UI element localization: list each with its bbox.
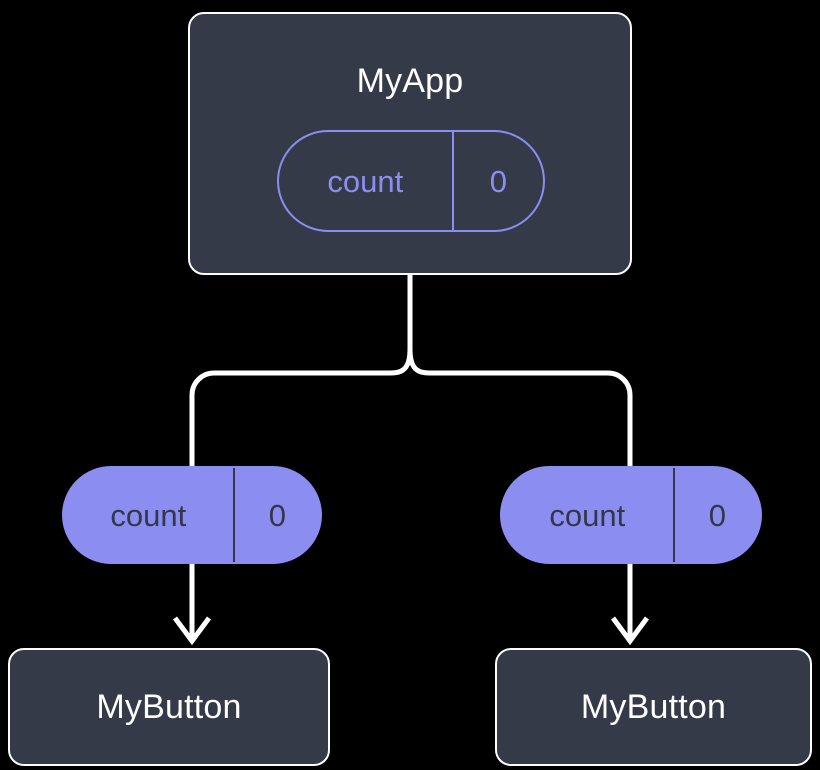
node-myapp-title: MyApp [356, 62, 464, 100]
wire-fork-right [407, 346, 633, 473]
arrow-head-right-icon [610, 616, 650, 646]
state-pill-root-value: 0 [451, 132, 543, 230]
state-pill-root-key: count [327, 163, 404, 199]
state-pill-right-value: 0 [672, 468, 760, 562]
state-pill-left[interactable]: count 0 [62, 466, 322, 564]
state-pill-root[interactable]: count 0 [277, 130, 545, 232]
state-pill-left-value: 0 [232, 468, 320, 562]
state-pill-left-key: count [110, 497, 187, 533]
node-mybutton-left[interactable]: MyButton [8, 648, 330, 766]
arrow-head-left-icon [172, 616, 212, 646]
node-mybutton-right-title: MyButton [580, 688, 727, 726]
wire-fork [189, 346, 413, 473]
node-mybutton-left-title: MyButton [96, 688, 242, 726]
state-pill-right[interactable]: count 0 [500, 466, 762, 564]
state-pill-right-key: count [549, 497, 626, 533]
node-mybutton-right[interactable]: MyButton [495, 648, 812, 766]
